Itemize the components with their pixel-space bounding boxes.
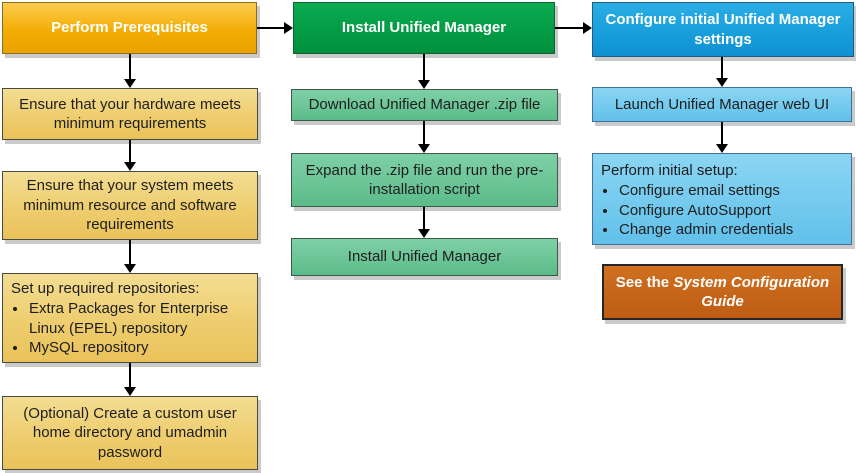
note-title-italic: System Configuration Guide	[673, 273, 830, 311]
list-item: Configure email settings	[618, 181, 793, 201]
list-item: Configure AutoSupport	[618, 201, 793, 221]
arrow-down	[716, 57, 728, 87]
step-download-zip: Download Unified Manager .zip file	[291, 89, 558, 121]
step-launch-web-ui: Launch Unified Manager web UI	[592, 87, 852, 122]
arrow-right	[257, 22, 293, 34]
step-intro: Set up required repositories:	[11, 280, 200, 297]
arrow-down	[418, 207, 430, 238]
step-label: (Optional) Create a custom user home dir…	[23, 404, 237, 461]
step-install-unified-manager: Install Unified Manager	[291, 238, 558, 276]
step-hardware-requirements: Ensure that your hardware meets minimum …	[2, 88, 258, 140]
step-intro: Perform initial setup:	[601, 162, 738, 179]
step-label: Download Unified Manager .zip file	[308, 96, 541, 114]
arrow-right	[555, 22, 592, 34]
arrow-down	[716, 122, 728, 153]
step-custom-user-home: (Optional) Create a custom user home dir…	[2, 396, 258, 470]
arrow-down	[124, 240, 136, 273]
step-perform-initial-setup: Perform initial setup: Configure email s…	[592, 153, 852, 245]
header-label: Install Unified Manager	[341, 19, 507, 37]
step-setup-repositories: Set up required repositories: Extra Pack…	[2, 273, 258, 363]
step-label: Ensure that your hardware meets minimum …	[19, 95, 241, 133]
arrow-down	[124, 363, 136, 396]
header-configure-initial-settings: Configure initial Unified Manager settin…	[592, 2, 854, 57]
step-label: Ensure that your system meets minimum re…	[23, 177, 237, 234]
list-item: Extra Packages for Enterprise Linux (EPE…	[28, 299, 251, 339]
step-label: Install Unified Manager	[347, 248, 502, 266]
arrow-down	[124, 140, 136, 171]
list-item: Change admin credentials	[618, 220, 793, 240]
step-label: Expand the .zip file and run the pre-ins…	[305, 161, 544, 199]
list-item: MySQL repository	[28, 338, 251, 358]
header-perform-prerequisites: Perform Prerequisites	[2, 2, 257, 54]
step-system-requirements: Ensure that your system meets minimum re…	[2, 171, 258, 240]
note-system-configuration-guide: See the System Configuration Guide	[602, 264, 843, 320]
note-prefix: See the	[615, 273, 670, 291]
arrow-down	[124, 54, 136, 88]
step-label: Launch Unified Manager web UI	[614, 95, 830, 113]
repository-list: Extra Packages for Enterprise Linux (EPE…	[11, 299, 251, 358]
step-expand-zip-run-script: Expand the .zip file and run the pre-ins…	[291, 153, 558, 207]
note-label: See the System Configuration Guide	[610, 273, 835, 312]
arrow-down	[418, 54, 430, 89]
header-install-unified-manager: Install Unified Manager	[293, 2, 555, 54]
arrow-down	[418, 121, 430, 153]
header-label: Configure initial Unified Manager settin…	[605, 11, 841, 48]
header-label: Perform Prerequisites	[51, 19, 208, 37]
initial-setup-list: Configure email settings Configure AutoS…	[601, 181, 793, 240]
